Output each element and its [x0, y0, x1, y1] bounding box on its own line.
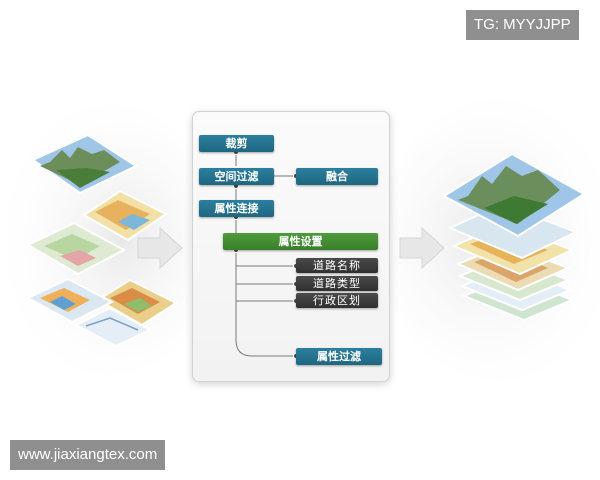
map-tile-street [73, 306, 153, 348]
node-spatial-filter: 空间过滤 [199, 168, 274, 185]
node-attribute-settings: 属性设置 [223, 233, 378, 250]
stacked-layers [442, 152, 586, 322]
node-road-name: 道路名称 [296, 258, 378, 273]
node-attribute-filter: 属性过滤 [296, 348, 382, 365]
input-map-layers [0, 105, 190, 375]
node-admin-division: 行政区划 [296, 293, 378, 308]
node-attribute-join: 属性连接 [199, 200, 274, 217]
input-arrow [137, 226, 183, 270]
output-map-layers [388, 100, 600, 380]
map-tile-terrain [96, 278, 179, 327]
output-arrow [399, 226, 445, 270]
map-tile-green [25, 221, 127, 276]
map-tile-blue [25, 277, 115, 324]
node-crop: 裁剪 [199, 135, 274, 152]
watermark-bottom-left: www.jiaxiangtex.com [10, 440, 166, 470]
map-tile-orange [82, 189, 168, 242]
node-merge: 融合 [296, 168, 378, 185]
watermark-top-right: TG: MYYJJPP [466, 10, 579, 40]
city-photo-tile [30, 133, 139, 195]
node-road-type: 道路类型 [296, 276, 378, 291]
